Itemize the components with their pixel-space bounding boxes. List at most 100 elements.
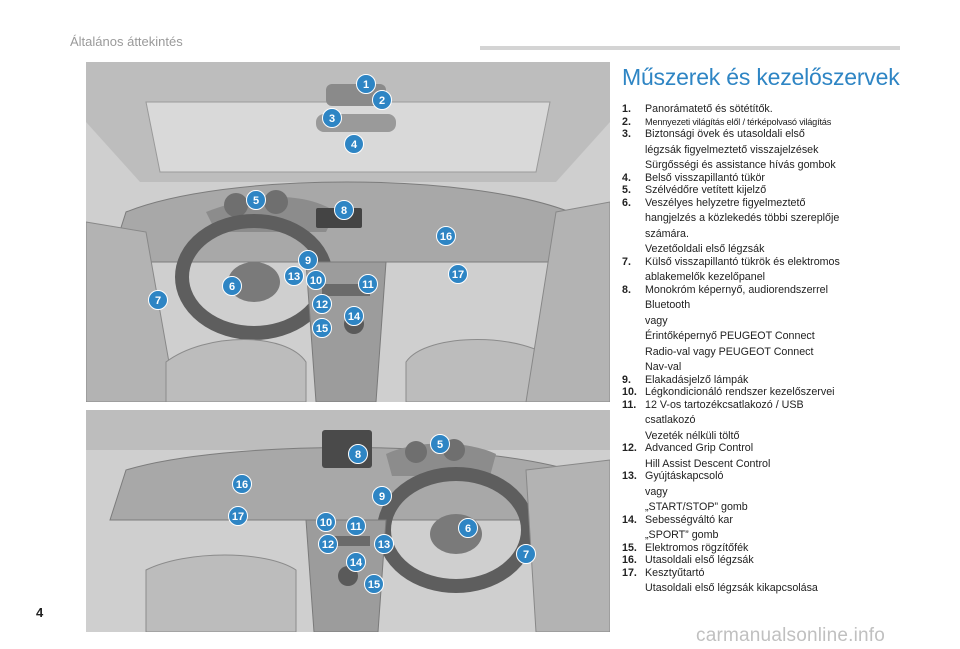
callout-3: 3	[322, 108, 342, 128]
page-title: Műszerek és kezelőszervek	[622, 64, 900, 90]
legend-item-continuation: „SPORT” gomb	[645, 529, 719, 541]
legend-item: 9. Elakadásjelző lámpák	[622, 374, 912, 387]
legend-item-continuation: Bluetooth	[645, 299, 691, 311]
callout-8: 8	[334, 200, 354, 220]
legend-item-continuation: Utasoldali első légzsák kikapcsolása	[645, 582, 818, 594]
legend-item-text: Veszélyes helyzetre figyelmeztető	[645, 196, 806, 209]
callout-16: 16	[232, 474, 252, 494]
legend-item-text: 12 V-os tartozékcsatlakozó / USB	[645, 398, 804, 411]
legend-list: 1. Panorámatető és sötétítők.2.Mennyezeti…	[622, 103, 912, 595]
legend-item-text: Utasoldali első légzsák	[645, 554, 754, 566]
legend-item-text: Monokróm képernyő, audiorendszerrel	[645, 283, 828, 296]
legend-item-continuation: Érintőképernyő PEUGEOT Connect	[645, 330, 815, 342]
cockpit-illustration-lhd: 1 2 3 4 5 8 16 9 13 10 11 17 6 12 7 14 1…	[86, 62, 610, 402]
legend-item-continuation: vagy	[645, 314, 668, 327]
legend-item-number: 13.	[622, 470, 637, 482]
callout-12: 12	[318, 534, 338, 554]
callout-15: 15	[312, 318, 332, 338]
callout-6: 6	[458, 518, 478, 538]
legend-item: 4. Belső visszapillantó tükör	[622, 172, 912, 185]
legend-item-number: 17.	[622, 566, 637, 579]
cockpit-illustration-rhd: 5 8 16 9 17 10 11 6 12 13 14 7 15	[86, 410, 610, 632]
legend-item-number: 9.	[622, 373, 631, 386]
legend-item-text: Szélvédőre vetített kijelző	[645, 184, 767, 196]
legend-item: 14. Sebességváltó kar „SPORT” gomb	[622, 514, 912, 542]
callout-5: 5	[246, 190, 266, 210]
callout-12: 12	[312, 294, 332, 314]
legend-item-number: 1.	[622, 103, 631, 115]
legend-item-text: Belső visszapillantó tükör	[645, 171, 765, 184]
callout-9: 9	[372, 486, 392, 506]
section-header: Általános áttekintés	[70, 34, 183, 49]
legend-item-continuation: Vezetőoldali első légzsák	[645, 243, 765, 255]
header-rule	[480, 46, 900, 50]
legend-item-number: 3.	[622, 128, 631, 140]
legend-item-text: Sebességváltó kar	[645, 513, 733, 526]
legend-item-text: Kesztyűtartó	[645, 566, 705, 579]
callout-9: 9	[298, 250, 318, 270]
callout-2: 2	[372, 90, 392, 110]
legend-item-number: 10.	[622, 386, 637, 398]
legend-item-number: 14.	[622, 513, 637, 526]
callout-13: 13	[374, 534, 394, 554]
callout-11: 11	[358, 274, 378, 294]
legend-item-text: Biztonsági övek és utasoldali első	[645, 128, 805, 140]
legend-item-number: 6.	[622, 196, 631, 209]
legend-item-text: Advanced Grip Control	[645, 442, 754, 454]
legend-item-text: Gyújtáskapcsoló	[645, 470, 724, 482]
legend-item-text: Légkondicionáló rendszer kezelőszervei	[645, 386, 835, 398]
cockpit-drawing-rhd	[86, 410, 610, 632]
legend-item-continuation: légzsák figyelmeztető visszajelzések	[645, 143, 819, 156]
legend-item: 16. Utasoldali első légzsák	[622, 554, 912, 567]
legend-item-number: 16.	[622, 554, 637, 566]
callout-1: 1	[356, 74, 376, 94]
callout-4: 4	[344, 134, 364, 154]
legend-item-number: 15.	[622, 541, 637, 554]
legend-item: 2.Mennyezeti világítás elől / térképolva…	[622, 116, 912, 129]
legend-item: 5. Szélvédőre vetített kijelző	[622, 184, 912, 197]
legend-item-text: Mennyezeti világítás elől / térképolvasó…	[645, 116, 832, 127]
legend-item-continuation: Sürgősségi és assistance hívás gombok	[645, 159, 836, 171]
callout-8: 8	[348, 444, 368, 464]
legend-item-continuation: számára.	[645, 227, 689, 240]
legend-item: 11. 12 V-os tartozékcsatlakozó / USB csatl…	[622, 399, 912, 443]
callout-10: 10	[316, 512, 336, 532]
callout-17: 17	[228, 506, 248, 526]
legend-item: 6. Veszélyes helyzetre figyelmeztető hangj…	[622, 197, 912, 256]
callout-10: 10	[306, 270, 326, 290]
callout-5: 5	[430, 434, 450, 454]
legend-item-number: 5.	[622, 184, 631, 196]
watermark: carmanualsonline.info	[696, 625, 886, 646]
legend-item-number: 12.	[622, 442, 637, 454]
legend-item-continuation: csatlakozó	[645, 414, 696, 426]
legend-item-continuation: „START/STOP” gomb	[645, 501, 748, 513]
legend-item-number: 11.	[622, 398, 637, 411]
legend-item-number: 4.	[622, 171, 631, 184]
legend-item: 15. Elektromos rögzítőfék	[622, 542, 912, 555]
page-number: 4	[36, 605, 44, 620]
callout-16: 16	[436, 226, 456, 246]
callout-7: 7	[516, 544, 536, 564]
legend-item-text: Elektromos rögzítőfék	[645, 541, 749, 554]
legend-item-continuation: Vezeték nélküli töltő	[645, 429, 740, 442]
cockpit-drawing-lhd	[86, 62, 610, 402]
legend-item-continuation: ablakemelők kezelőpanel	[645, 271, 766, 283]
legend-item: 3. Biztonsági övek és utasoldali első légz…	[622, 128, 912, 172]
legend-item-continuation: hangjelzés a közlekedés többi szereplője	[645, 212, 840, 224]
callout-15: 15	[364, 574, 384, 594]
callout-14: 14	[344, 306, 364, 326]
legend-item-text: Panorámatető és sötétítők.	[645, 103, 773, 115]
callout-7: 7	[148, 290, 168, 310]
legend-item-text: Elakadásjelző lámpák	[645, 373, 749, 386]
legend-item-number: 7.	[622, 255, 631, 268]
legend-item: 1. Panorámatető és sötétítők.	[622, 103, 912, 116]
callout-6: 6	[222, 276, 242, 296]
legend-item: 7.Külső visszapillantó tükrök és elektro…	[622, 256, 912, 284]
legend-item-continuation: Radio-val vagy PEUGEOT Connect	[645, 345, 814, 358]
callout-11: 11	[346, 516, 366, 536]
callout-13: 13	[284, 266, 304, 286]
